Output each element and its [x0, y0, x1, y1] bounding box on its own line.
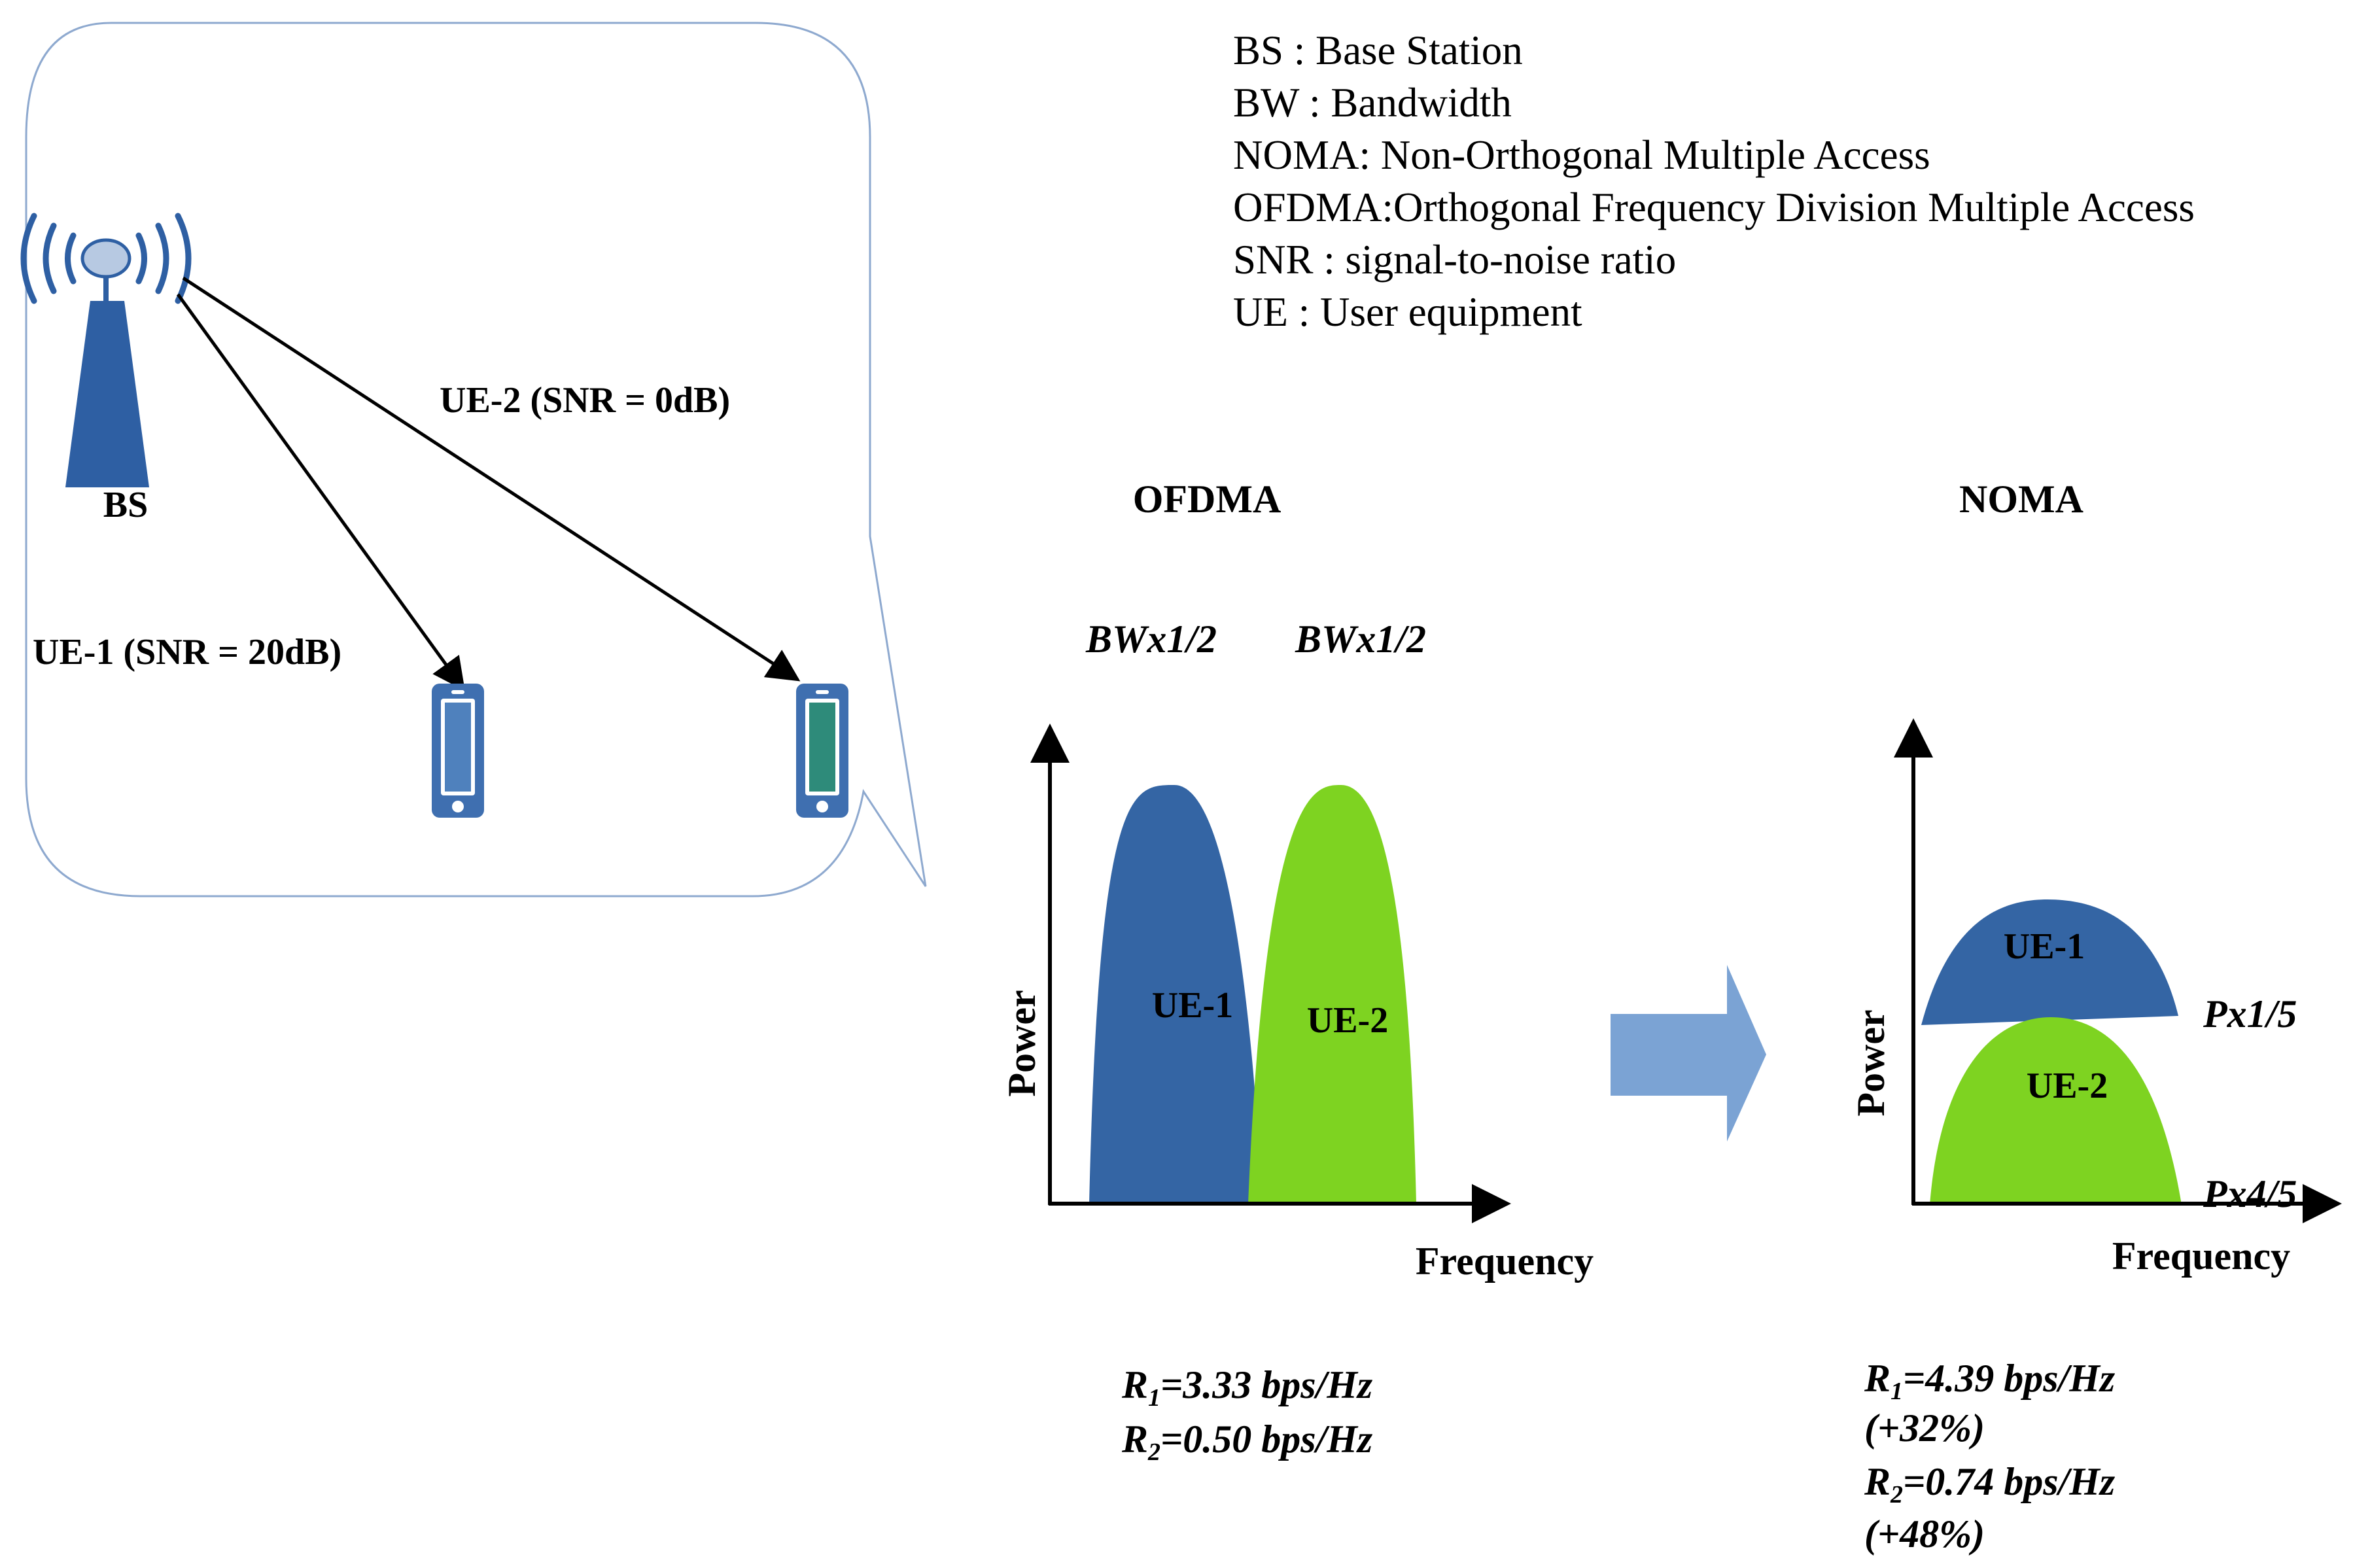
noma-rate-r2: R2=0.74 bps/Hz [1864, 1460, 2116, 1508]
legend-item: OFDMA:Orthogonal Frequency Division Mult… [1233, 184, 2195, 230]
noma-power-ue1: Px1/5 [2203, 992, 2297, 1036]
noma-ue2-label: UE-2 [2027, 1066, 2108, 1106]
noma-rate-r1: R1=4.39 bps/Hz [1864, 1357, 2116, 1405]
noma-rates: R1=4.39 bps/Hz (+32%) R2=0.74 bps/Hz (+4… [1864, 1357, 2116, 1556]
tower-antenna [80, 238, 131, 279]
phone-ue1-icon [432, 684, 484, 818]
link-to-ue2 [182, 276, 801, 682]
legend-item: BW : Bandwidth [1233, 80, 1512, 126]
noma-power-ue2: Px4/5 [2203, 1172, 2297, 1215]
ofdma-rate-r2: R2=0.50 bps/Hz [1121, 1418, 1373, 1466]
noma-title: NOMA [1959, 478, 2083, 521]
tower-body [65, 301, 149, 487]
ofdma-x-axis-label: Frequency [1416, 1240, 1594, 1283]
signal-waves-icon [20, 213, 192, 304]
noma-ue2-band [1930, 1017, 2182, 1205]
legend-item: UE : User equipment [1233, 289, 1582, 335]
ue1-snr-label: UE-1 (SNR = 20dB) [33, 632, 341, 672]
legend-item: SNR : signal-to-noise ratio [1233, 237, 1676, 283]
link-to-ue1 [176, 293, 465, 691]
ofdma-y-axis-label: Power [1000, 990, 1043, 1096]
legend-item: BS : Base Station [1233, 27, 1523, 73]
ofdma-rates: R1=3.33 bps/Hz R2=0.50 bps/Hz [1121, 1363, 1373, 1466]
ofdma-ue2-label: UE-2 [1307, 1000, 1388, 1041]
noma-ue1-band [1921, 899, 2178, 1025]
legend-item: NOMA: Non-Orthogonal Multiple Access [1233, 132, 1930, 178]
ofdma-ue1-band [1089, 785, 1263, 1204]
noma-y-axis-label: Power [1849, 1009, 1892, 1116]
transition-arrow-icon [1611, 965, 1766, 1141]
noma-rate-r2-gain: (+48%) [1864, 1512, 1985, 1556]
bs-label: BS [103, 485, 148, 525]
noma-ue1-label: UE-1 [2004, 926, 2085, 967]
ofdma-ue1-label: UE-1 [1152, 985, 1233, 1026]
abbreviation-legend: BS : Base Station BW : Bandwidth NOMA: N… [1233, 27, 2195, 335]
noma-rate-r1-gain: (+32%) [1864, 1406, 1985, 1450]
noma-x-axis-label: Frequency [2112, 1234, 2290, 1278]
ofdma-bw-right: BWx1/2 [1295, 618, 1426, 661]
base-station-icon [20, 213, 192, 487]
callout-bubble [25, 22, 927, 897]
ue2-snr-label: UE-2 (SNR = 0dB) [440, 380, 730, 421]
ofdma-ue2-band [1248, 785, 1416, 1204]
ofdma-rate-r1: R1=3.33 bps/Hz [1121, 1363, 1373, 1412]
phone-ue2-icon [796, 684, 848, 818]
ofdma-bw-left: BWx1/2 [1085, 618, 1217, 661]
ofdma-title: OFDMA [1133, 478, 1281, 521]
